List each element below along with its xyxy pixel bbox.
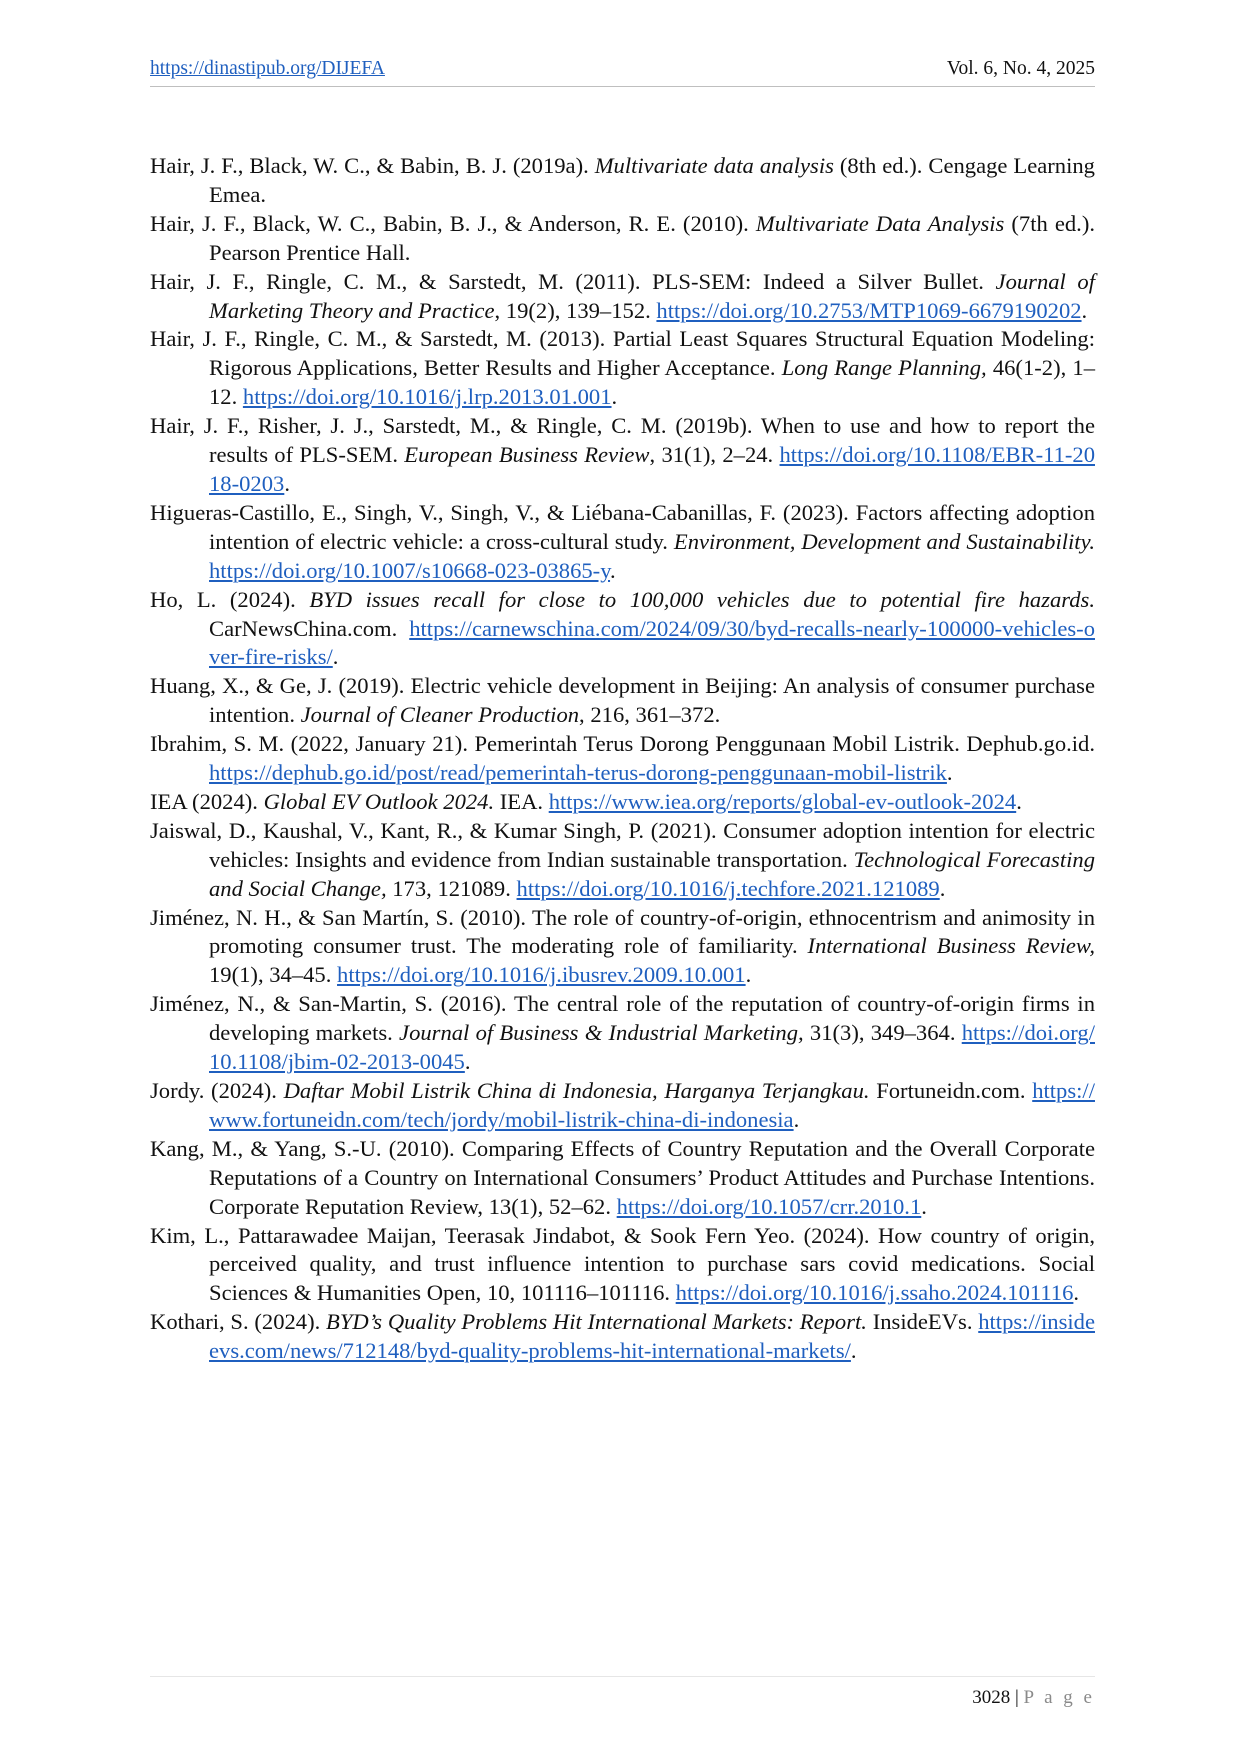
reference-doi-link[interactable]: https://doi.org/10.1016/j.ibusrev.2009.1… (337, 962, 746, 988)
reference-source-title: Multivariate data analysis (594, 153, 834, 178)
reference-doi-link[interactable]: https://doi.org/10.1108/EBR-11-2018-0203 (209, 442, 1095, 496)
reference-entry: Hair, J. F., Black, W. C., & Babin, B. J… (150, 152, 1095, 210)
reference-text: . (610, 557, 616, 583)
reference-text: Jaiswal, D., Kaushal, V., Kant, R., & Ku… (150, 817, 1095, 872)
reference-doi-link[interactable]: https://doi.org/10.1007/s10668-023-03865… (209, 557, 611, 583)
reference-text: Ho, L. (2024). (150, 586, 310, 612)
reference-text: Higueras-Castillo, E., Singh, V., Singh,… (150, 499, 1095, 554)
reference-source-title: Long Range Planning, (781, 355, 987, 381)
reference-text: . (745, 962, 752, 988)
reference-text: , 31(1), 2–24. (649, 442, 780, 468)
reference-text: Ibrahim, S. M. (2022, January 21). Pemer… (150, 731, 1095, 757)
reference-entry: Jiménez, N., & San-Martin, S. (2016). Th… (150, 990, 1095, 1077)
volume-label: Vol. 6, No. 4, 2025 (946, 58, 1095, 79)
reference-doi-link[interactable]: https://doi.org/10.2753/MTP1069-66791902… (656, 297, 1082, 323)
reference-entry: Kothari, S. (2024). BYD’s Quality Proble… (150, 1308, 1095, 1366)
reference-doi-link[interactable]: https://doi.org/10.1108/jbim-02-2013-004… (209, 1020, 1095, 1075)
reference-source-title: Journal of Cleaner Production (300, 702, 580, 728)
reference-text: . (284, 470, 290, 496)
reference-entry: Kim, L., Pattarawadee Maijan, Teerasak J… (150, 1222, 1095, 1309)
reference-source-title: BYD issues recall for close to 100,000 v… (309, 586, 1095, 612)
page-number: 3028 (972, 1687, 1011, 1708)
reference-text: (7th ed.). Pearson Prentice Hall. (209, 210, 1095, 265)
page-footer: 3028 | P a g e (150, 1676, 1095, 1708)
reference-source-title: Technological Forecasting and Social Cha… (209, 846, 1095, 901)
reference-text: . (1016, 788, 1022, 814)
reference-source-title: Journal of Business & Industrial Marketi… (399, 1020, 804, 1046)
page-separator: | (1014, 1687, 1019, 1708)
reference-source-title: European Business Review (404, 442, 650, 468)
reference-entry: Kang, M., & Yang, S.-U. (2010). Comparin… (150, 1135, 1095, 1222)
reference-text: InsideEVs. (866, 1309, 979, 1335)
reference-text: . (1081, 297, 1088, 323)
reference-text: Hair, J. F., Ringle, C. M., & Sarstedt, … (150, 326, 1095, 381)
reference-entry: Ho, L. (2024). BYD issues recall for clo… (150, 586, 1095, 673)
page-indicator: 3028 | P a g e (972, 1687, 1095, 1709)
reference-text: . (793, 1106, 800, 1132)
reference-source-title: Environment, Development and Sustainabil… (673, 528, 1095, 554)
journal-url-link[interactable]: https://dinastipub.org/DIJEFA (150, 58, 385, 79)
reference-text: . (946, 760, 953, 786)
reference-text: Jordy. (2024). (150, 1078, 284, 1103)
reference-source-title: Journal of Marketing Theory and Practice (209, 268, 1095, 323)
reference-text: . (332, 644, 339, 670)
reference-doi-link[interactable]: https://doi.org/10.1057/crr.2010.1 (616, 1193, 922, 1219)
reference-text: 46(1-2), 1–12. (209, 355, 1095, 410)
reference-entry: Huang, X., & Ge, J. (2019). Electric veh… (150, 672, 1095, 730)
reference-text: IEA (2024). (150, 788, 264, 814)
page-header: https://dinastipub.org/DIJEFA Vol. 6, No… (150, 58, 1095, 87)
reference-text: 31(3), 349–364. (803, 1020, 962, 1046)
reference-text: . (921, 1193, 927, 1219)
reference-text: (8th ed.). Cengage Learning Emea. (209, 153, 1095, 207)
reference-text: 173, 121089. (386, 875, 517, 901)
reference-entry: Jiménez, N. H., & San Martín, S. (2010).… (150, 904, 1095, 991)
reference-text: CarNewsChina.com. (209, 615, 410, 641)
reference-entry: Jaiswal, D., Kaushal, V., Kant, R., & Ku… (150, 817, 1095, 904)
reference-doi-link[interactable]: https://insideevs.com/news/712148/byd-qu… (209, 1309, 1095, 1364)
reference-list: Hair, J. F., Black, W. C., & Babin, B. J… (150, 152, 1095, 1366)
reference-text: . (464, 1049, 471, 1075)
reference-text: IEA. (494, 788, 549, 814)
reference-text: 19(1), 34–45. (209, 962, 338, 988)
reference-entry: Jordy. (2024). Daftar Mobil Listrik Chin… (150, 1077, 1095, 1135)
reference-text: , 19(2), 139–152. (494, 297, 657, 323)
reference-source-title: Global EV Outlook 2024. (263, 788, 495, 814)
reference-doi-link[interactable]: https://www.iea.org/reports/global-ev-ou… (548, 788, 1017, 814)
reference-entry: Hair, J. F., Ringle, C. M., & Sarstedt, … (150, 268, 1095, 326)
reference-doi-link[interactable]: https://doi.org/10.1016/j.lrp.2013.01.00… (242, 384, 612, 410)
reference-doi-link[interactable]: https://carnewschina.com/2024/09/30/byd-… (209, 615, 1095, 670)
reference-text: Kang, M., & Yang, S.-U. (2010). Comparin… (150, 1135, 1095, 1219)
reference-entry: Hair, J. F., Ringle, C. M., & Sarstedt, … (150, 325, 1095, 412)
reference-text: . (850, 1338, 857, 1364)
reference-text: . (1073, 1280, 1080, 1306)
reference-text: Jiménez, N. H., & San Martín, S. (2010).… (150, 904, 1095, 959)
reference-text: Hair, J. F., Risher, J. J., Sarstedt, M.… (150, 413, 1095, 468)
reference-doi-link[interactable]: https://doi.org/10.1016/j.ssaho.2024.101… (675, 1280, 1074, 1306)
reference-text: . (611, 384, 618, 410)
reference-text: Huang, X., & Ge, J. (2019). Electric veh… (150, 673, 1095, 728)
reference-doi-link[interactable]: https://doi.org/10.1016/j.techfore.2021.… (516, 875, 940, 901)
reference-source-title: Daftar Mobil Listrik China di Indonesia,… (283, 1078, 870, 1103)
reference-text: Hair, J. F., Black, W. C., & Babin, B. J… (150, 153, 595, 178)
reference-text: Kim, L., Pattarawadee Maijan, Teerasak J… (150, 1222, 1095, 1306)
reference-source-title: International Business Review, (807, 933, 1095, 959)
reference-source-title: BYD’s Quality Problems Hit International… (326, 1309, 867, 1335)
reference-doi-link[interactable]: https://dephub.go.id/post/read/pemerinta… (209, 760, 947, 786)
reference-text: . (939, 875, 946, 901)
reference-text: Fortuneidn.com. (869, 1078, 1033, 1103)
reference-entry: IEA (2024). Global EV Outlook 2024. IEA.… (150, 788, 1095, 817)
reference-doi-link[interactable]: https://www.fortuneidn.com/tech/jordy/mo… (209, 1078, 1095, 1132)
reference-text: Hair, J. F., Black, W. C., Babin, B. J.,… (150, 210, 756, 236)
page-word: P a g e (1023, 1687, 1095, 1708)
reference-entry: Hair, J. F., Black, W. C., Babin, B. J.,… (150, 210, 1095, 268)
reference-entry: Ibrahim, S. M. (2022, January 21). Pemer… (150, 730, 1095, 788)
reference-text: , 216, 361–372. (579, 702, 721, 728)
reference-source-title: Multivariate Data Analysis (755, 210, 1005, 236)
reference-text: Jiménez, N., & San-Martin, S. (2016). Th… (150, 991, 1095, 1046)
reference-text: Kothari, S. (2024). (150, 1309, 327, 1335)
reference-text: Hair, J. F., Ringle, C. M., & Sarstedt, … (150, 268, 996, 294)
reference-entry: Hair, J. F., Risher, J. J., Sarstedt, M.… (150, 412, 1095, 499)
reference-entry: Higueras-Castillo, E., Singh, V., Singh,… (150, 499, 1095, 586)
